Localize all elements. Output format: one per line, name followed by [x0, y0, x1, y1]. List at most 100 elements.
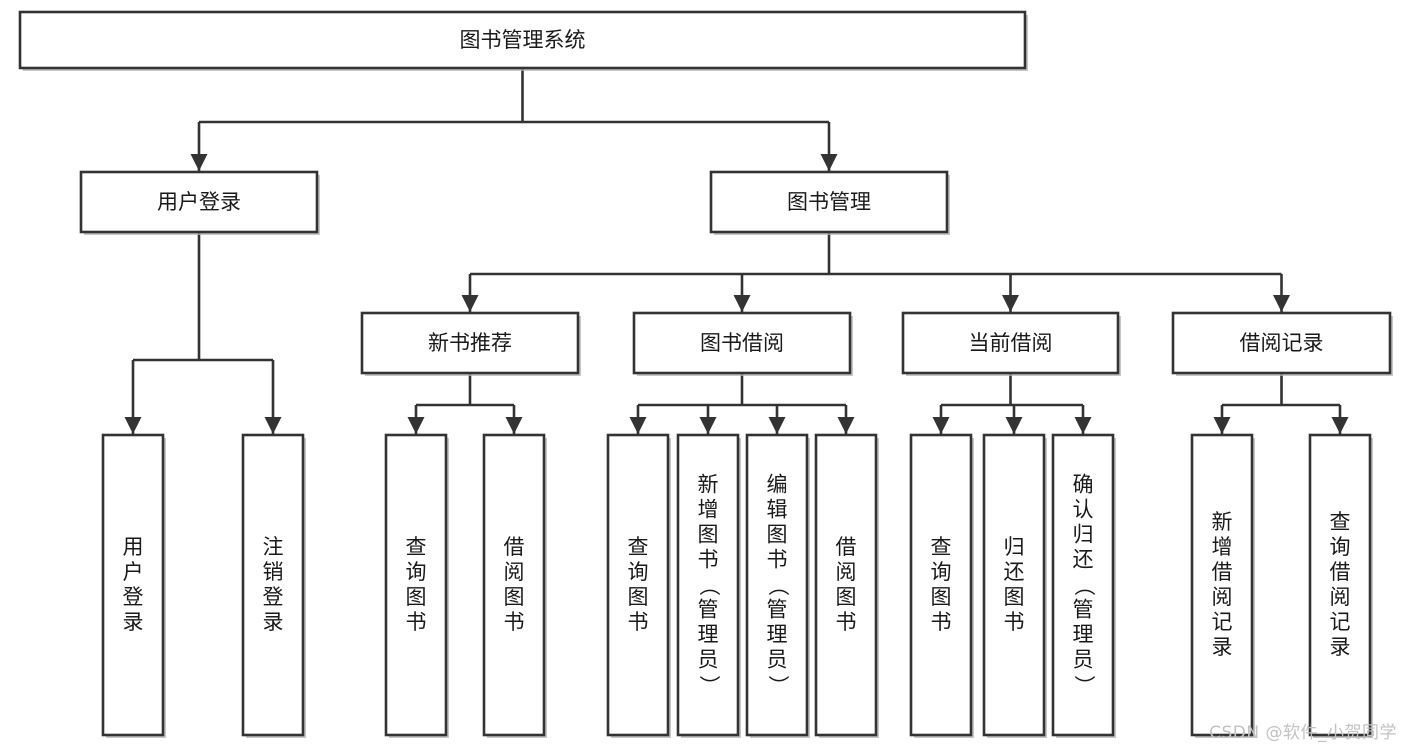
node-new-book-rec[interactable]: 新书推荐 [360, 311, 581, 376]
arrow-head [190, 154, 208, 171]
arrow-head [1005, 417, 1023, 434]
node-label-char: 增 [1212, 535, 1233, 559]
node-label-char: 查 [1330, 510, 1351, 534]
arrow-head [820, 154, 838, 171]
node-box[interactable] [482, 433, 546, 737]
arrow-head [768, 417, 786, 434]
node-borrow-record[interactable]: 借阅记录 [1171, 311, 1393, 376]
node-label: 图书借阅 [700, 331, 784, 355]
node-label-char: 理 [1073, 623, 1094, 647]
node-label-char: 用 [123, 535, 144, 559]
node-box[interactable] [360, 311, 580, 375]
node-label-char: （ [766, 575, 790, 596]
edge-group-user-login [124, 232, 282, 434]
node-label-char: 阅 [504, 560, 525, 584]
node-box[interactable] [709, 170, 949, 234]
nodes-layer: 图书管理系统用户登录图书管理新书推荐图书借阅当前借阅借阅记录用户登录注销登录查询… [18, 10, 1393, 738]
node-box[interactable] [606, 433, 670, 737]
node-box[interactable] [901, 311, 1120, 375]
arrow-head [733, 295, 751, 312]
node-label-char: 图 [931, 585, 952, 609]
node-label: 图书管理 [787, 190, 871, 214]
node-label-char: 记 [1212, 610, 1233, 634]
node-label-char: 录 [263, 610, 284, 634]
node-box[interactable] [814, 433, 878, 737]
arrow-head [505, 417, 523, 434]
node-label-char: 记 [1330, 610, 1351, 634]
node-label-char: 归 [1004, 535, 1025, 559]
arrow-head [264, 417, 282, 434]
node-label-char: 户 [123, 560, 144, 584]
node-label-char: 录 [123, 610, 144, 634]
node-label-char: 图 [504, 585, 525, 609]
node-user-login[interactable]: 用户登录 [79, 170, 320, 235]
arrow-head [1074, 417, 1092, 434]
node-label: 图书管理系统 [460, 28, 586, 52]
node-box[interactable] [1051, 433, 1115, 737]
node-label-char: 注 [263, 535, 284, 559]
edge-group-current-borrow [932, 373, 1092, 434]
node-box[interactable] [676, 433, 740, 737]
node-current-borrow[interactable]: 当前借阅 [901, 311, 1121, 376]
node-book-borrow[interactable]: 图书借阅 [632, 311, 853, 376]
node-box[interactable] [982, 433, 1046, 737]
node-label-char: 书 [628, 610, 649, 634]
arrow-head [699, 417, 717, 434]
edge-group-borrow-record [1213, 373, 1349, 434]
node-label-char: （ [1072, 575, 1096, 596]
node-label-char: 询 [406, 560, 427, 584]
node-box[interactable] [18, 10, 1027, 70]
node-box[interactable] [632, 311, 852, 375]
node-box[interactable] [1190, 433, 1254, 737]
node-leaf-user-login[interactable]: 用户登录 [101, 433, 166, 738]
edge-group-book-borrow [629, 373, 855, 434]
node-label-char: 书 [504, 610, 525, 634]
node-label-char: 增 [698, 498, 719, 522]
node-box[interactable] [79, 170, 319, 234]
node-box[interactable] [909, 433, 973, 737]
arrow-head [932, 417, 950, 434]
node-root[interactable]: 图书管理系统 [18, 10, 1028, 71]
node-box[interactable] [1308, 433, 1372, 737]
node-label-char: 查 [406, 535, 427, 559]
node-label-char: 销 [263, 560, 284, 584]
node-label-char: 书 [406, 610, 427, 634]
edges-layer [124, 68, 1349, 434]
node-box[interactable] [101, 433, 165, 737]
node-box[interactable] [241, 433, 305, 737]
node-label-char: 员 [767, 648, 788, 672]
edge-group-new-book-rec [407, 373, 523, 434]
node-label-char: 询 [931, 560, 952, 584]
arrow-head [407, 417, 425, 434]
node-label-char: 录 [1330, 635, 1351, 659]
edge-group-book-manage [461, 232, 1290, 312]
node-label-char: 借 [836, 535, 857, 559]
arrow-head [124, 417, 142, 434]
node-label-char: 新 [1212, 510, 1233, 534]
node-box[interactable] [384, 433, 448, 737]
node-label-char: 书 [1004, 610, 1025, 634]
node-label-char: 借 [1212, 560, 1233, 584]
node-label-char: ） [1072, 675, 1096, 696]
node-box[interactable] [745, 433, 809, 737]
node-box[interactable] [1171, 311, 1392, 375]
node-label-char: 理 [698, 623, 719, 647]
arrow-head [1331, 417, 1349, 434]
node-label-char: 图 [698, 523, 719, 547]
node-label-char: 书 [836, 610, 857, 634]
node-label-char: 认 [1073, 498, 1094, 522]
node-book-manage[interactable]: 图书管理 [709, 170, 950, 235]
